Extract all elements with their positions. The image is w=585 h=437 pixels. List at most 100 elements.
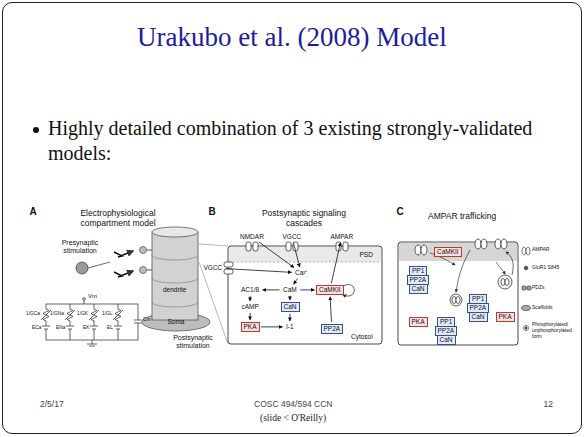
trafficking-arrows (506, 252, 513, 275)
ampar-symbols (495, 239, 501, 249)
component-label: 1/GL (102, 311, 112, 317)
signal-arrow (250, 296, 251, 301)
dendrite-shape (140, 227, 199, 320)
presynaptic-terminal (114, 251, 133, 257)
ampar-symbols (475, 239, 481, 249)
signal-arrow (263, 289, 280, 290)
panel-title: AMPAR trafficking (428, 212, 496, 222)
node-text: NMDAR (240, 233, 264, 240)
legend-text: PDZs (532, 285, 545, 291)
signal-arrow (289, 296, 290, 300)
enzyme-box: CaMKII (434, 247, 462, 258)
node-text: VGCC (204, 264, 223, 271)
component-label: EK (83, 325, 89, 331)
node-text: CaN (412, 285, 425, 292)
panel-letter: C (397, 206, 404, 218)
component-label: 1/GCa (26, 311, 40, 317)
signal-arrow (330, 297, 331, 322)
node-text: Ca²⁺ (295, 269, 307, 276)
slide-number: 12 (544, 400, 553, 410)
legend-samples (527, 286, 531, 290)
cell-membrane-b (228, 246, 382, 344)
signal-arrow (261, 326, 282, 327)
part-label: dendrite (163, 286, 187, 293)
dendrite-shape (140, 267, 147, 274)
part-label: Presynaptic stimulation (56, 239, 104, 255)
node-text: CaN (440, 336, 453, 343)
bullet-text: Highly detailed combination of 3 existin… (48, 116, 553, 166)
signal-arrow (331, 243, 340, 283)
cell-membrane-b (228, 246, 382, 344)
ampar-symbols (501, 239, 507, 249)
signal-arrow (226, 269, 292, 273)
zoom-lines (199, 244, 228, 344)
signal-arrow (294, 279, 298, 285)
cell-membrane-b (229, 262, 381, 263)
node-text: CaN (284, 303, 297, 310)
molecule-label: cAMP (240, 303, 261, 312)
part-label: Postsynaptic stimulation (167, 334, 219, 350)
circuit-schematic (89, 304, 99, 340)
circuit-schematic (41, 298, 142, 346)
signal-arrow (259, 242, 294, 267)
zoom-lines (199, 262, 228, 344)
circuit-schematic (41, 304, 51, 340)
signal-arrow (250, 313, 251, 320)
circuit-schematic (87, 340, 97, 346)
trafficking-arrows (496, 262, 505, 274)
channel-symbols-b (286, 242, 291, 251)
footer-date: 2/5/17 (40, 400, 64, 410)
footer-course: COSC 494/594 CCN (254, 400, 332, 410)
node-text: AMPAR (331, 233, 354, 240)
enzyme-box: PP2A (321, 324, 344, 335)
enzyme-box: CaN (409, 284, 428, 295)
molecule-label: CaM (281, 286, 299, 295)
presynaptic-terminal (88, 262, 110, 268)
presynaptic-terminal (114, 271, 133, 277)
component-label: 1/GK (77, 311, 88, 317)
node-text: cAMP (242, 303, 259, 310)
node-text: PP1 (440, 318, 452, 325)
region-label: Cytosol (351, 333, 373, 340)
footer-credit: (slide < O'Reilly) (260, 413, 326, 424)
ampar-symbols (452, 297, 456, 304)
node-text: PKA (499, 313, 512, 320)
signal-arrow (289, 314, 290, 321)
ampar-symbols (415, 245, 421, 255)
enzyme-box: PKA (409, 317, 428, 328)
channel-symbols-b (224, 262, 233, 267)
node-text: PP2A (470, 304, 487, 311)
legend-text: Scaffolds (532, 305, 552, 311)
ampar-symbols (456, 297, 460, 304)
signal-arrow (300, 289, 314, 290)
ampar-symbols (415, 239, 512, 306)
dendrite-shape (152, 227, 198, 237)
autophosphorylation-loop (343, 285, 354, 296)
cell-membrane-c (398, 242, 518, 345)
molecule-label: Ca²⁺ (293, 269, 309, 278)
panel-title: Electrophysiological compartment model (70, 209, 166, 229)
panel-title: Postsynaptic signaling cascades (258, 209, 350, 229)
node-text: VGCC (283, 233, 302, 240)
enzyme-box: CaN (437, 335, 456, 346)
legend-samples (526, 247, 530, 255)
dendrite-shape (152, 232, 198, 320)
circuit-schematic (65, 304, 75, 340)
part-label: Soma (168, 318, 185, 325)
node-text: PP1 (472, 295, 484, 302)
node-text: CaMKII (437, 248, 459, 255)
molecule-label: VGCC (202, 264, 225, 273)
legend-text: AMPAR (532, 247, 549, 253)
legend-text: GluR1 S845 (532, 265, 559, 271)
legend-samples (524, 326, 529, 331)
legend-samples (524, 266, 528, 270)
channel-symbols-b (224, 269, 233, 274)
node-text: PP1 (412, 267, 424, 274)
signal-arrow (293, 243, 299, 267)
node-text: PKA (244, 323, 257, 330)
node-text: PP2A (324, 325, 341, 332)
ampar-symbols (501, 279, 505, 286)
legend-samples (522, 247, 532, 331)
region-label: PSD (360, 251, 373, 258)
component-label: ENa (56, 325, 65, 331)
